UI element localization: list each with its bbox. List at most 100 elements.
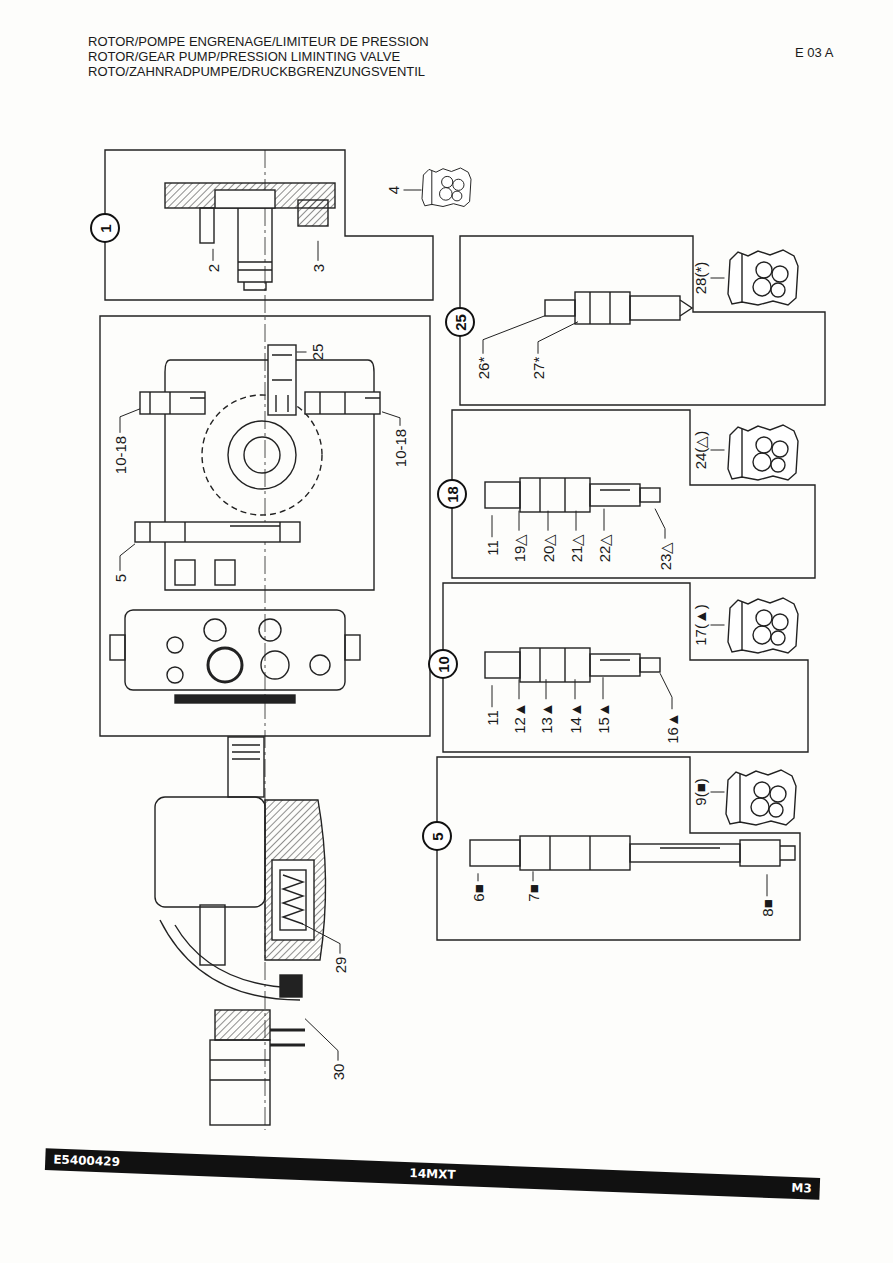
valve-cartridge <box>640 488 660 502</box>
callout-number: 19△ <box>512 534 527 563</box>
flange-section <box>165 183 335 290</box>
header-text: E 03 A <box>795 45 833 60</box>
leader-line <box>660 673 672 709</box>
valve-cartridge <box>590 292 610 324</box>
pump-valve-block <box>268 345 296 415</box>
callout-circle: 5 <box>422 821 452 851</box>
pump-rotor-section <box>280 975 302 997</box>
valve-cartridge <box>680 300 692 316</box>
callout-circle: 18 <box>437 479 467 509</box>
callout-number: 8■ <box>760 899 775 916</box>
footer-band: E540042914MXTM3 <box>45 1148 820 1200</box>
pump-valve-block <box>261 651 289 679</box>
callout-number: 5 <box>113 574 128 582</box>
callout-number: 17(▲) <box>693 604 708 646</box>
frame-outline <box>105 150 433 300</box>
callout-number: 10 <box>436 656 451 673</box>
callout-number: 5 <box>430 832 445 840</box>
callout-circle: 1 <box>90 213 120 243</box>
valve-cartridge <box>590 654 640 676</box>
pump-valve-block <box>110 345 380 703</box>
pump-valve-block <box>125 610 345 690</box>
pump-valve-block <box>259 619 281 641</box>
callout-number: 23△ <box>658 542 673 571</box>
frame-outline <box>100 150 825 940</box>
pump-valve-block <box>320 392 380 414</box>
pump-rotor-section <box>160 920 300 1000</box>
pump-rotor-section <box>272 860 314 940</box>
pump-rotor-section <box>215 1010 270 1040</box>
callout-number: 25 <box>453 314 468 331</box>
leader-line <box>492 515 493 537</box>
callout-number: 15▲ <box>596 702 611 734</box>
pump-valve-block <box>345 635 360 660</box>
callout-number: 16▲ <box>665 712 680 744</box>
callout-number: 11 <box>485 540 500 556</box>
valve-cartridge <box>630 296 680 320</box>
valve-cartridge <box>740 840 780 866</box>
callout-number: 11 <box>485 710 500 726</box>
leader-line <box>120 409 140 433</box>
leader-line <box>404 190 422 191</box>
valve-cartridge <box>540 478 630 512</box>
callout-number: 25 <box>310 344 325 361</box>
pump-valve-block <box>228 421 296 489</box>
leader-line <box>575 679 576 699</box>
pump-rotor-section <box>228 737 264 797</box>
flange-section <box>238 262 272 290</box>
callout-number: 1 <box>98 224 113 232</box>
pump-rotor-section <box>283 875 303 924</box>
flange-section <box>298 200 328 226</box>
header-text: ROTO/ZAHNRADPUMPE/DRUCKBGRENZUNGSVENTIL <box>88 64 425 79</box>
frame-outline <box>443 583 808 752</box>
leader-line <box>548 511 549 531</box>
callout-number: 13▲ <box>539 702 554 734</box>
callout-number: 24(△) <box>693 431 708 470</box>
kit-bag <box>728 598 798 653</box>
frame-outline <box>437 757 800 940</box>
leader-line <box>519 511 520 531</box>
leader-line <box>711 792 725 793</box>
callout-number: 6■ <box>471 884 486 901</box>
callout-number: 2 <box>206 264 221 272</box>
frame-outline <box>460 236 825 405</box>
pump-valve-block <box>310 655 330 675</box>
pump-valve-block <box>175 695 295 703</box>
footer-text: 14MXT <box>306 1162 559 1186</box>
leader-line <box>711 278 725 279</box>
leader-line <box>382 412 400 426</box>
pump-valve-block <box>244 437 280 473</box>
pump-valve-block <box>110 635 125 660</box>
callout-number: 3 <box>311 264 326 272</box>
valve-cartridge <box>520 648 590 682</box>
leader-line <box>546 679 547 699</box>
flange-section <box>238 208 272 282</box>
kit-bag <box>726 770 796 825</box>
callout-circle: 25 <box>445 307 475 337</box>
valve-cartridge <box>590 484 640 506</box>
leader-line <box>576 511 577 531</box>
pump-rotor-section <box>200 905 225 965</box>
pump-valve-block <box>150 392 205 414</box>
pump-rotor-section <box>155 797 265 907</box>
pump-valve-block <box>167 667 183 683</box>
leader-line <box>711 450 725 451</box>
callout-number: 30 <box>331 1064 346 1081</box>
callout-circle: 10 <box>428 649 458 679</box>
pump-rotor-section <box>175 925 295 988</box>
leader-line <box>604 509 605 531</box>
valve-cartridge <box>640 658 660 672</box>
callout-number: 18 <box>445 486 460 503</box>
callout-number: 26* <box>476 357 491 380</box>
pump-valve-block <box>202 395 322 515</box>
pump-valve-block <box>135 522 300 542</box>
leader-line <box>302 924 340 954</box>
pump-valve-block <box>167 637 183 653</box>
leader-line <box>478 873 479 881</box>
pump-valve-block <box>208 648 242 682</box>
valve-cartridge <box>485 482 520 508</box>
pump-rotor-section <box>155 737 326 1125</box>
callout-number: 27* <box>531 357 546 380</box>
pump-rotor-section <box>265 800 326 960</box>
kit-bag <box>728 425 798 480</box>
